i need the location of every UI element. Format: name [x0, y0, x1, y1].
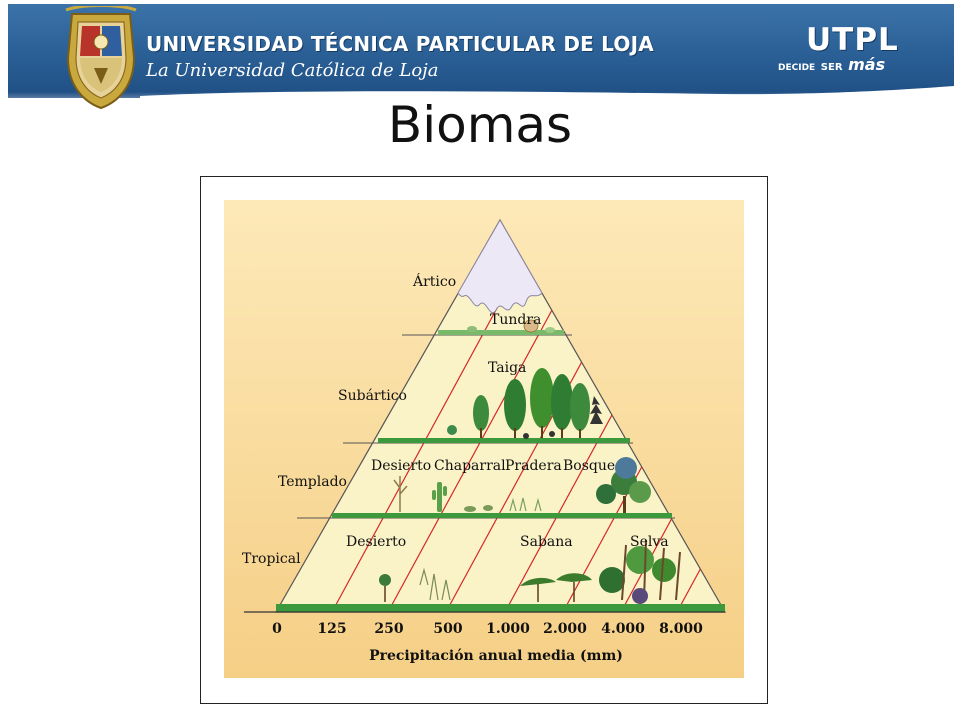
biome-label-desierto-tropical: Desierto: [346, 534, 406, 550]
university-tagline: La Universidad Católica de Loja: [146, 60, 439, 81]
biome-label-selva: Selva: [630, 534, 669, 550]
tick-label-250: 250: [374, 621, 403, 637]
taiga-trees: [447, 368, 603, 439]
tropical-vegetation: [379, 539, 681, 604]
biome-labels: Tundra Taiga Desierto Chaparral Pradera …: [346, 312, 669, 550]
tick-label-2000: 2.000: [543, 621, 587, 637]
slogan: DECIDE SER más: [778, 55, 885, 74]
biome-label-desierto-templado: Desierto: [371, 458, 431, 474]
tick-label-1000: 1.000: [486, 621, 530, 637]
snow-cap: [457, 218, 543, 313]
utpl-logo: UTPL: [806, 22, 899, 58]
biome-label-chaparral: Chaparral: [434, 458, 506, 474]
level-label-tropical: Tropical: [242, 551, 301, 567]
university-shield-icon: [65, 6, 137, 110]
university-name: UNIVERSIDAD TÉCNICA PARTICULAR DE LOJA: [146, 32, 654, 56]
biome-label-sabana: Sabana: [520, 534, 573, 550]
biome-label-tundra: Tundra: [490, 312, 541, 328]
tick-label-0: 0: [272, 621, 282, 637]
level-label-subartico: Subártico: [338, 388, 407, 404]
tundra-vegetation: [467, 319, 555, 333]
tick-label-500: 500: [433, 621, 462, 637]
biome-pyramid-diagram: Ártico Subártico Templado Tropical Tundr…: [224, 200, 744, 678]
banner-wave: [140, 86, 954, 104]
biome-label-pradera: Pradera: [505, 458, 562, 474]
biome-label-bosque: Bosque: [563, 458, 615, 474]
slogan-mas: más: [848, 55, 886, 74]
x-axis-label: Precipitación anual media (mm): [369, 648, 623, 664]
tick-label-4000: 4.000: [601, 621, 645, 637]
slogan-ser: SER: [820, 62, 843, 73]
precipitation-ticks: 0 125 250 500 1.000 2.000 4.000 8.000: [272, 621, 703, 637]
biome-label-taiga: Taiga: [488, 360, 526, 376]
level-label-artico: Ártico: [412, 272, 456, 290]
slogan-decide: DECIDE: [778, 63, 816, 73]
level-label-templado: Templado: [278, 474, 347, 490]
slide-title: Biomas: [387, 96, 573, 154]
temperate-vegetation: [393, 457, 651, 513]
tick-label-125: 125: [317, 621, 346, 637]
tick-label-8000: 8.000: [659, 621, 703, 637]
header-banner: UNIVERSIDAD TÉCNICA PARTICULAR DE LOJA L…: [0, 0, 960, 110]
level-labels: Ártico Subártico Templado Tropical: [242, 272, 456, 567]
ground-strips: [244, 330, 725, 613]
